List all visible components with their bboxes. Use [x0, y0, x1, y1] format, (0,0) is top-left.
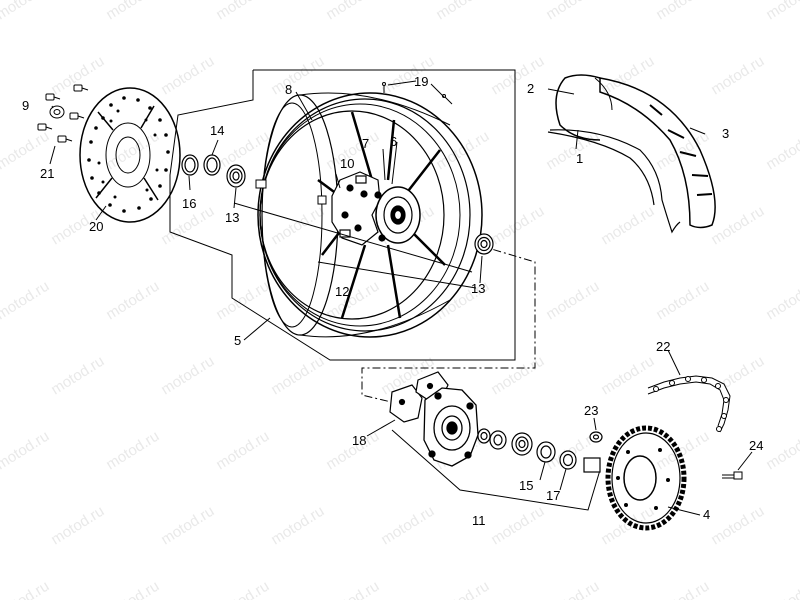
watermark-text: motod.ru [213, 278, 272, 324]
watermark-text: motod.ru [763, 428, 800, 474]
callout-20: 20 [89, 219, 103, 234]
callout-3: 3 [722, 126, 729, 141]
watermark-text: motod.ru [103, 428, 162, 474]
watermark-text: motod.ru [598, 353, 657, 399]
callout-labels: 1 2 3 4 5 6 7 8 9 10 11 12 13 13 14 15 1… [22, 74, 763, 528]
watermark-text: motod.ru [158, 53, 217, 99]
wheel-hub [331, 171, 421, 246]
sprocket-bolt [722, 471, 743, 480]
watermark-text: motod.ru [323, 0, 382, 23]
callout-13-right: 13 [471, 281, 485, 296]
drive-chain [647, 375, 731, 433]
callout-11: 11 [472, 513, 486, 528]
callout-4: 4 [703, 507, 710, 522]
carrier-bearings [477, 428, 601, 473]
watermark-text: motod.ru [708, 203, 767, 249]
sprocket-nut [589, 431, 603, 443]
watermark-text: motod.ru [378, 503, 437, 549]
callout-23: 23 [584, 403, 598, 418]
left-bearing [226, 164, 246, 188]
sprocket-carrier [423, 387, 479, 467]
callout-6: 6 [390, 134, 397, 149]
watermark-text: motod.ru [158, 353, 217, 399]
watermark-text: motod.ru [653, 578, 712, 600]
watermark-text: motod.ru [268, 503, 327, 549]
watermark-text: motod.ru [653, 278, 712, 324]
rear-sprocket [605, 425, 687, 531]
watermark-text: motod.ru [0, 428, 52, 474]
watermark-text: motod.ru [653, 0, 712, 23]
watermark-text: motod.ru [323, 578, 382, 600]
watermark-text: motod.ru [708, 503, 767, 549]
watermark-text: motod.ru [268, 203, 327, 249]
callout-14: 14 [210, 123, 224, 138]
leader-lines [49, 80, 753, 516]
inner-tube [547, 129, 681, 234]
watermark-text: motod.ru [598, 203, 657, 249]
callout-16: 16 [182, 196, 196, 211]
watermark-text: motod.ru [433, 0, 492, 23]
watermark-text: motod.ru [0, 578, 52, 600]
watermark-text: motod.ru [488, 203, 547, 249]
tyre [555, 74, 716, 229]
watermark-text: motod.ru [763, 128, 800, 174]
watermark-text: motod.ru [653, 128, 712, 174]
watermark-text: motod.ru [543, 0, 602, 23]
callout-7: 7 [362, 136, 369, 151]
callout-2: 2 [527, 81, 534, 96]
callout-13-left: 13 [225, 210, 239, 225]
wheel-group-outline [169, 69, 516, 361]
callout-15: 15 [519, 478, 533, 493]
callout-19: 19 [414, 74, 428, 89]
axle-stub [255, 179, 327, 205]
watermark-text: motod.ru [433, 578, 492, 600]
brake-disc [79, 87, 181, 223]
watermark-text: motod.ru [48, 503, 107, 549]
watermark-text: motod.ru [103, 278, 162, 324]
left-spacer [181, 154, 199, 176]
callout-5: 5 [234, 333, 241, 348]
watermark-text: motod.ru [268, 353, 327, 399]
watermark-text: motod.ru [488, 503, 547, 549]
callout-10: 10 [340, 156, 354, 171]
right-bearing [474, 233, 494, 255]
watermark-text: motod.ru [0, 0, 52, 23]
watermark-text: motod.ru [708, 53, 767, 99]
watermark-text: motod.ru [763, 578, 800, 600]
watermark-text: motod.ru [488, 53, 547, 99]
watermark-text: motod.ru [213, 578, 272, 600]
watermark-text: motod.ru [48, 53, 107, 99]
callout-22: 22 [656, 339, 670, 354]
watermark-text: motod.ru [158, 503, 217, 549]
watermark-text: motod.ru [48, 353, 107, 399]
callout-12: 12 [335, 284, 349, 299]
watermark-text: motod.ru [103, 128, 162, 174]
disc-bolts [37, 84, 89, 143]
watermark-text: motod.ru [763, 278, 800, 324]
watermark-text: motod.ru [103, 0, 162, 23]
watermark-text: motod.ru [103, 578, 162, 600]
callout-1: 1 [576, 151, 583, 166]
callout-24: 24 [749, 438, 763, 453]
watermark-text: motod.ru [543, 278, 602, 324]
callout-18: 18 [352, 433, 366, 448]
callout-17: 17 [546, 488, 560, 503]
callout-8: 8 [285, 82, 292, 97]
watermark-text: motod.ru [0, 278, 52, 324]
watermark-text: motod.ru [488, 353, 547, 399]
watermark-text: motod.ru [543, 578, 602, 600]
watermark-text: motod.ru [213, 0, 272, 23]
sprocket-group-outline [391, 429, 601, 511]
callout-9: 9 [22, 98, 29, 113]
disc-nut [49, 105, 65, 119]
watermark-text: motod.ru [213, 428, 272, 474]
watermark-text: motod.ru [763, 0, 800, 23]
oil-seal [203, 154, 221, 176]
connector-dashdot [361, 244, 536, 408]
watermark-text: motod.ru [268, 53, 327, 99]
callout-21: 21 [40, 166, 54, 181]
